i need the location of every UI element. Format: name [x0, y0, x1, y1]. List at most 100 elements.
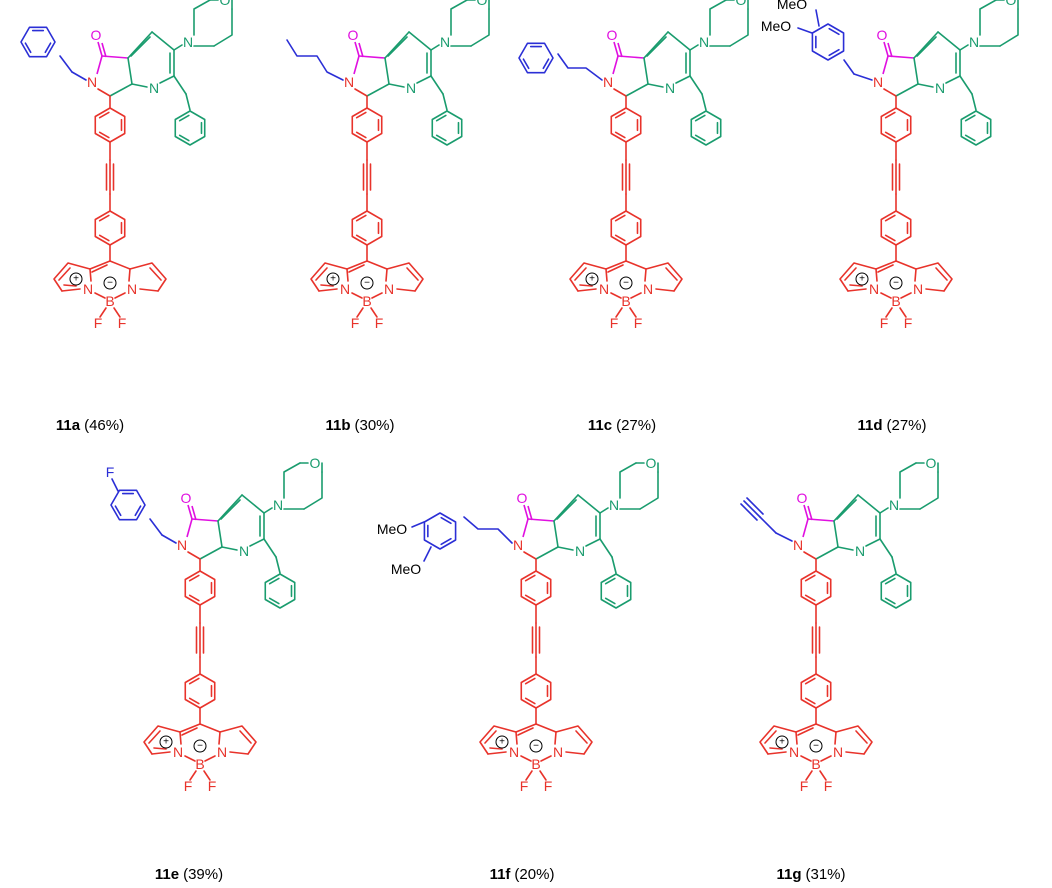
nitrogen-atom: N — [83, 281, 93, 297]
positive-charge-icon — [326, 272, 340, 286]
boron-atom: B — [621, 293, 630, 309]
compound-caption: 11c(27%) — [588, 417, 656, 434]
nitrogen-atom: N — [599, 281, 609, 297]
compound-id: 11c — [588, 417, 612, 434]
positive-charge-sign: + — [499, 737, 505, 748]
morpholine-nitrogen: N — [889, 497, 899, 513]
pyridine-nitrogen: N — [406, 80, 416, 96]
positive-charge-icon — [585, 272, 599, 286]
nitrogen-atom: N — [869, 281, 879, 297]
fluorine-atom: F — [94, 315, 103, 331]
negative-charge-icon — [103, 276, 117, 290]
compound-yield: (27%) — [616, 417, 656, 434]
oxygen-atom: O — [181, 490, 192, 506]
nitrogen-atom: N — [789, 744, 799, 760]
fluorine-atom: F — [634, 315, 643, 331]
positive-charge-icon — [495, 735, 509, 749]
negative-charge-sign: − — [813, 741, 819, 752]
compound-caption: 11d (27%) — [857, 417, 926, 434]
positive-charge-icon — [69, 272, 83, 286]
nitrogen-atom: N — [127, 281, 137, 297]
compound-caption: 11f(20%) — [490, 866, 555, 883]
boron-atom: B — [811, 756, 820, 772]
nitrogen-atom: N — [913, 281, 923, 297]
morpholine-nitrogen: N — [273, 497, 283, 513]
compound-caption: 11a(46%) — [56, 417, 124, 434]
fluorine-atom: F — [800, 778, 809, 794]
morpholine-oxygen: O — [1006, 0, 1017, 8]
morpholine-nitrogen: N — [183, 34, 193, 50]
methoxy-label: MeO — [377, 521, 407, 537]
fluorine-atom: F — [880, 315, 889, 331]
oxygen-atom: O — [91, 27, 102, 43]
fluorine-atom: F — [184, 778, 193, 794]
pyridine-nitrogen: N — [149, 80, 159, 96]
positive-charge-sign: + — [779, 737, 785, 748]
compound-id: 11a — [56, 417, 81, 434]
compound-yield: (31%) — [806, 866, 846, 883]
fluorine-atom: F — [544, 778, 553, 794]
morpholine-nitrogen: N — [440, 34, 450, 50]
fluorine-atom: F — [208, 778, 217, 794]
pyridine-nitrogen: N — [575, 543, 585, 559]
compound-caption: 11b(30%) — [325, 417, 394, 434]
pyridine-nitrogen: N — [855, 543, 865, 559]
negative-charge-sign: − — [197, 741, 203, 752]
positive-charge-sign: + — [330, 274, 336, 285]
negative-charge-sign: − — [364, 278, 370, 289]
compound-id: 11g — [776, 866, 801, 883]
morpholine-nitrogen: N — [969, 34, 979, 50]
negative-charge-icon — [809, 739, 823, 753]
negative-charge-icon — [360, 276, 374, 290]
methoxy-label: MeO — [777, 0, 807, 12]
compound-yield: (39%) — [183, 866, 223, 883]
lactam-nitrogen: N — [87, 74, 97, 90]
morpholine-oxygen: O — [646, 455, 657, 471]
compound-yield: (27%) — [887, 417, 927, 434]
morpholine-nitrogen: N — [699, 34, 709, 50]
methoxy-label: MeO — [391, 561, 421, 577]
morpholine-nitrogen: N — [609, 497, 619, 513]
negative-charge-sign: − — [533, 741, 539, 752]
compound-yield: (20%) — [514, 866, 554, 883]
nitrogen-atom: N — [643, 281, 653, 297]
fluorine-atom: F — [375, 315, 384, 331]
fluorine-atom: F — [351, 315, 360, 331]
compound-id: 11e — [155, 866, 179, 883]
nitrogen-atom: N — [384, 281, 394, 297]
compound-yield: (46%) — [84, 417, 124, 434]
nitrogen-atom: N — [340, 281, 350, 297]
boron-atom: B — [531, 756, 540, 772]
fluorine-atom: F — [610, 315, 619, 331]
oxygen-atom: O — [517, 490, 528, 506]
negative-charge-icon — [193, 739, 207, 753]
nitrogen-atom: N — [173, 744, 183, 760]
negative-charge-icon — [529, 739, 543, 753]
positive-charge-icon — [855, 272, 869, 286]
oxygen-atom: O — [797, 490, 808, 506]
positive-charge-icon — [159, 735, 173, 749]
oxygen-atom: O — [607, 27, 618, 43]
morpholine-oxygen: O — [736, 0, 747, 8]
fluorine-atom: F — [118, 315, 127, 331]
lactam-nitrogen: N — [873, 74, 883, 90]
boron-atom: B — [891, 293, 900, 309]
positive-charge-sign: + — [589, 274, 595, 285]
compound-yield: (30%) — [355, 417, 395, 434]
methoxy-label: MeO — [761, 18, 791, 34]
compound-id: 11f — [490, 866, 512, 883]
pyridine-nitrogen: N — [935, 80, 945, 96]
compound-caption: 11g (31%) — [776, 866, 845, 883]
lactam-nitrogen: N — [793, 537, 803, 553]
negative-charge-sign: − — [893, 278, 899, 289]
lactam-nitrogen: N — [177, 537, 187, 553]
lactam-nitrogen: N — [603, 74, 613, 90]
positive-charge-sign: + — [73, 274, 79, 285]
nitrogen-atom: N — [217, 744, 227, 760]
compound-id: 11d — [857, 417, 882, 434]
